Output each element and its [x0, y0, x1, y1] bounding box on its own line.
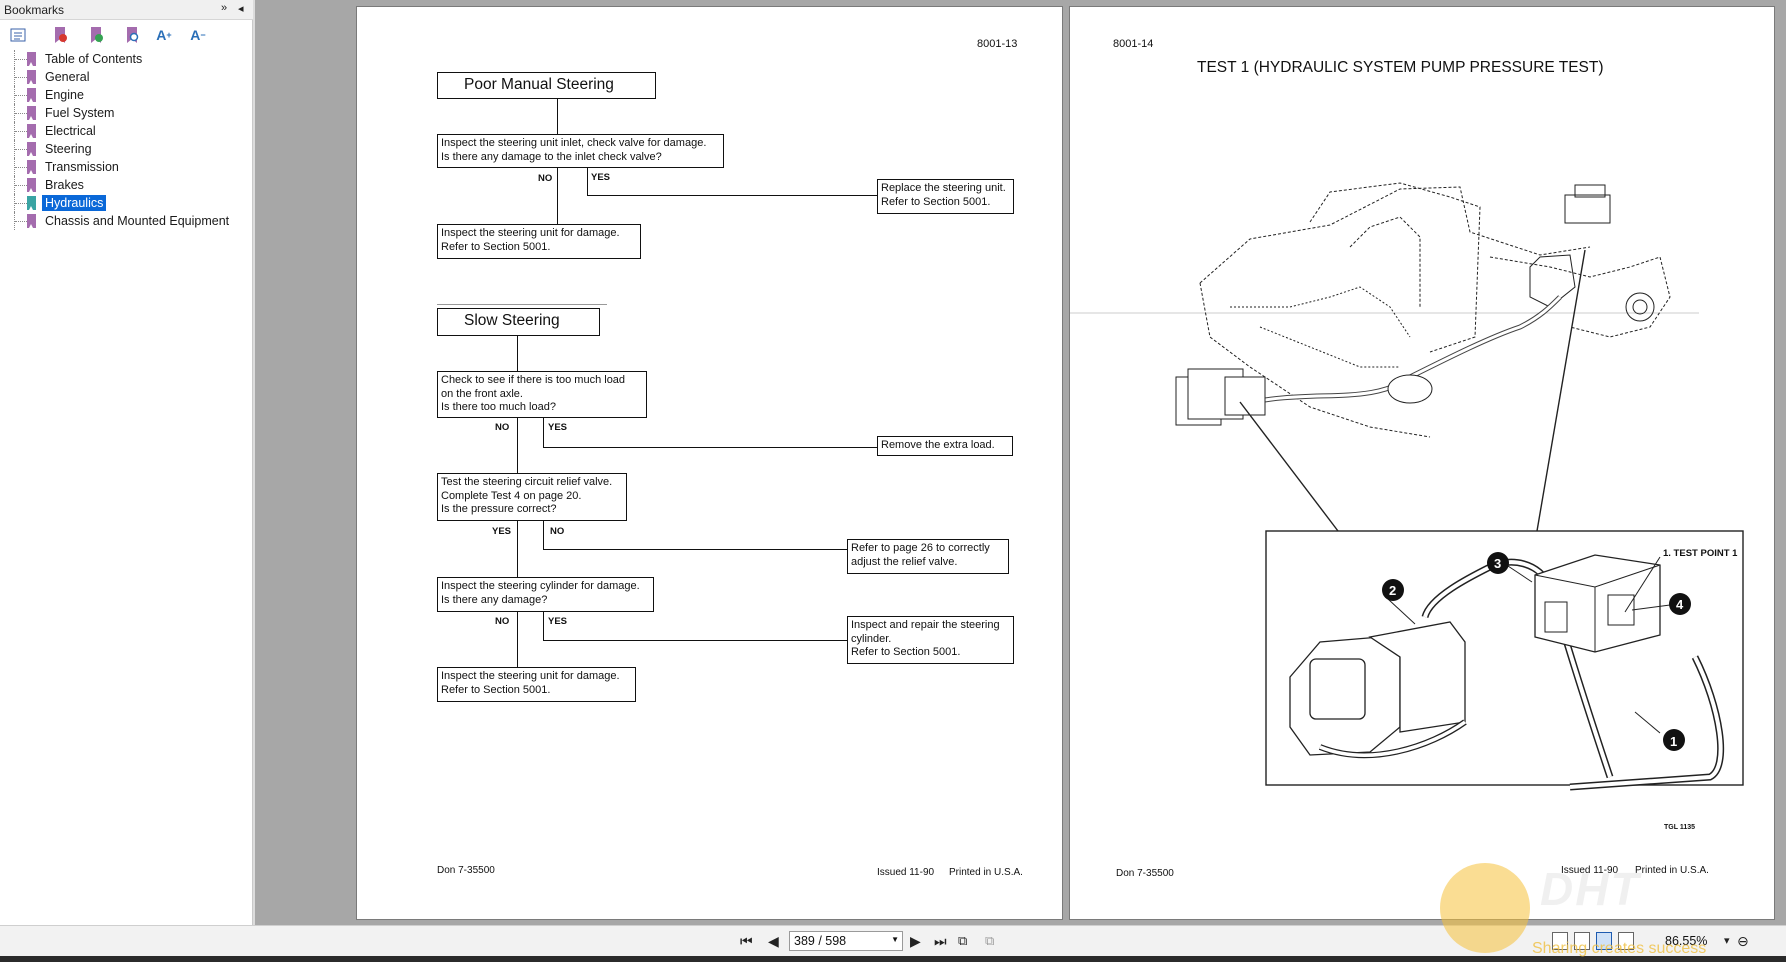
callout-2: 2	[1389, 583, 1397, 598]
options-icon[interactable]	[8, 25, 28, 45]
next-page-icon[interactable]: ▶	[910, 933, 921, 949]
next-view-icon[interactable]: ⧉	[985, 933, 995, 948]
footer-printed: Printed in U.S.A.	[949, 867, 1023, 878]
bookmark-item[interactable]: Fuel System	[0, 104, 253, 122]
bookmark-item[interactable]: Steering	[0, 140, 253, 158]
flowchart-action: Inspect and repair the steering cylinder…	[847, 616, 1014, 664]
zoom-out-icon[interactable]: ⊖	[1737, 933, 1749, 949]
zoom-level[interactable]: 86.55%	[1665, 934, 1708, 948]
last-page-icon[interactable]: ⏭	[934, 933, 947, 949]
page-title: TEST 1 (HYDRAULIC SYSTEM PUMP PRESSURE T…	[1197, 59, 1604, 76]
find-bookmark-icon[interactable]	[122, 25, 142, 45]
bookmark-item-selected[interactable]: Hydraulics	[0, 194, 253, 212]
flowchart-heading: Poor Manual Steering	[437, 72, 656, 99]
flowchart-action: Inspect the steering unit for damage. Re…	[437, 667, 636, 702]
first-page-icon[interactable]: ⏮	[740, 933, 753, 949]
flowchart-question: Check to see if there is too much load o…	[437, 371, 647, 418]
footer-issued: Issued 11-90	[877, 867, 935, 878]
bookmark-item[interactable]: Electrical	[0, 122, 253, 140]
bookmarks-title: Bookmarks	[4, 3, 65, 17]
bookmark-item[interactable]: Table of Contents	[0, 50, 253, 68]
hydraulic-pump-illustration	[1070, 182, 1744, 791]
bookmark-item[interactable]: General	[0, 68, 253, 86]
two-page-continuous-view-icon[interactable]	[1618, 932, 1634, 950]
callout-3: 3	[1494, 556, 1502, 571]
flowchart-question: Inspect the steering unit inlet, check v…	[437, 134, 724, 168]
flowchart-action: Remove the extra load.	[877, 436, 1013, 456]
footer-printed: Printed in U.S.A.	[1635, 865, 1709, 876]
zoom-dropdown-icon[interactable]: ▾	[1724, 935, 1730, 947]
bookmark-item[interactable]: Engine	[0, 86, 253, 104]
taskbar-strip	[0, 956, 1786, 962]
previous-view-icon[interactable]: ⧉	[958, 933, 968, 948]
chevron-down-icon[interactable]: ▼	[891, 935, 899, 944]
test-point-label: 1. TEST POINT 1	[1663, 548, 1738, 559]
page-number-value[interactable]: 389 / 598	[794, 934, 847, 948]
document-page-right: 8001-14 TEST 1 (HYDRAULIC SYSTEM PUMP PR…	[1069, 6, 1775, 920]
page-number-input[interactable]: 389 / 598 ▼	[789, 931, 903, 951]
flowchart-action: Refer to page 26 to correctly adjust the…	[847, 539, 1009, 574]
branch-label-yes: YES	[548, 422, 568, 433]
document-page-left: 8001-13 Poor Manual Steering Inspect the…	[356, 6, 1063, 920]
font-increase-icon[interactable]: A+	[156, 27, 172, 43]
bookmarks-toolbar: A+ A−	[0, 22, 253, 48]
flowchart-question: Inspect the steering cylinder for damage…	[437, 577, 654, 612]
two-page-view-icon[interactable]	[1596, 932, 1612, 950]
bookmark-item[interactable]: Brakes	[0, 176, 253, 194]
bookmark-item[interactable]: Transmission	[0, 158, 253, 176]
flowchart-heading: Slow Steering	[437, 308, 600, 336]
flowchart-action: Inspect the steering unit for damage. Re…	[437, 224, 641, 259]
page-number: 8001-13	[977, 38, 1018, 50]
flowchart-action: Replace the steering unit. Refer to Sect…	[877, 179, 1014, 214]
figure-id: TGL 1135	[1664, 824, 1696, 831]
navigation-toolbar: ⏮ ◀ 389 / 598 ▼ ▶ ⏭ ⧉ ⧉ 86.55% ▾ ⊖	[0, 925, 1786, 956]
branch-label-no: NO	[495, 422, 510, 433]
font-decrease-icon[interactable]: A−	[190, 27, 206, 43]
flowchart-question: Test the steering circuit relief valve. …	[437, 473, 627, 521]
branch-label-yes: YES	[591, 172, 611, 183]
collapse-panel-icon[interactable]: ◂	[238, 3, 244, 15]
bookmark-item[interactable]: Chassis and Mounted Equipment	[0, 212, 253, 230]
single-page-view-icon[interactable]	[1552, 932, 1568, 950]
expand-panel-icon[interactable]: »	[221, 2, 228, 14]
delete-bookmark-icon[interactable]	[50, 25, 70, 45]
branch-label-no: NO	[538, 173, 553, 184]
branch-label-yes: YES	[548, 616, 568, 627]
bookmarks-header: Bookmarks » ◂	[0, 0, 253, 20]
add-bookmark-icon[interactable]	[86, 25, 106, 45]
footer-issued: Issued 11-90	[1561, 865, 1619, 876]
branch-label-no: NO	[550, 526, 565, 537]
panel-splitter[interactable]	[253, 0, 255, 925]
bookmarks-panel: Bookmarks » ◂ A+ A− Table of Contents Ge…	[0, 0, 253, 925]
page-number: 8001-14	[1113, 38, 1154, 50]
callout-markers	[1382, 552, 1691, 751]
continuous-view-icon[interactable]	[1574, 932, 1590, 950]
previous-page-icon[interactable]: ◀	[768, 933, 779, 949]
footer-doc-id: Don 7-35500	[1116, 868, 1174, 879]
callout-1: 1	[1670, 734, 1678, 749]
callout-4: 4	[1676, 597, 1684, 612]
footer-doc-id: Don 7-35500	[437, 865, 495, 876]
branch-label-yes: YES	[492, 526, 512, 537]
branch-label-no: NO	[495, 616, 510, 627]
